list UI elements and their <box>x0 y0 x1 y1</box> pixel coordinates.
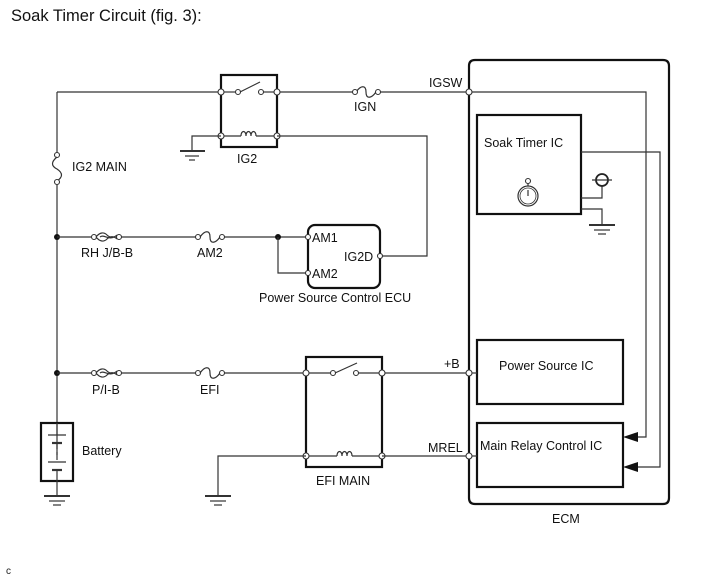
efi-fuse-label: EFI <box>200 383 219 397</box>
ig2-main-fuse-label: IG2 MAIN <box>72 160 127 174</box>
signal-arrow-icon <box>623 462 638 472</box>
efi-circuit: P/I-B EFI <box>54 367 469 397</box>
pib-fuse-label: P/I-B <box>92 383 120 397</box>
power-source-ic-label: Power Source IC <box>499 359 593 373</box>
terminal <box>378 369 386 377</box>
ig2-relay-box <box>219 73 279 149</box>
efi-main-relay: EFI MAIN <box>205 355 469 506</box>
mrel-terminal <box>465 452 473 460</box>
am2-fuse: AM2 <box>194 231 226 260</box>
corner-label: c <box>6 566 11 577</box>
ign-fuse: IGN <box>351 86 382 114</box>
signal-arrow-icon <box>623 432 638 442</box>
ig2-relay: IG2 <box>180 73 428 257</box>
wire-soak-to-ground <box>581 208 603 224</box>
fuse-icon <box>90 232 123 242</box>
wire-soak-to-power <box>581 186 603 199</box>
ig2d-terminal <box>376 252 384 260</box>
am1-terminal <box>304 233 312 241</box>
am2-terminal <box>304 269 312 277</box>
soak-timer-ic-label: Soak Timer IC <box>484 136 563 150</box>
ign-fuse-label: IGN <box>354 100 376 114</box>
stopwatch-icon <box>517 177 539 207</box>
mrel-terminal-label: MREL <box>428 441 463 455</box>
power-source-control-ecu: AM1 AM2 IG2D Power Source Control ECU <box>259 223 411 305</box>
wire-ig2-coil-to-ig2d <box>277 135 428 257</box>
ig2d-label: IG2D <box>344 250 373 264</box>
am2-circuit: RH J/B-B AM2 <box>54 231 306 274</box>
main-relay-control-ic-label: Main Relay Control IC <box>480 439 602 453</box>
terminal <box>302 369 310 377</box>
terminal <box>273 88 281 96</box>
wire-soak-to-mrc <box>581 151 661 468</box>
soak-timer-ic-box <box>475 113 583 216</box>
fuse-icon <box>194 231 226 243</box>
ground-icon <box>44 495 70 506</box>
ig2-relay-label: IG2 <box>237 152 257 166</box>
main-relay-control-ic-box <box>475 421 625 489</box>
ecm-label: ECM <box>552 512 580 526</box>
pib-fuse: P/I-B <box>90 368 123 397</box>
am2-fuse-label: AM2 <box>197 246 223 260</box>
relay-switch-icon <box>221 81 277 96</box>
igsw-terminal-label: IGSW <box>429 76 463 90</box>
ecm: ECM Soak Timer IC Power Source IC <box>465 58 671 526</box>
ground-icon <box>589 224 615 235</box>
terminal <box>217 88 225 96</box>
am1-label: AM1 <box>312 231 338 245</box>
igsw-terminal <box>465 88 473 96</box>
ig2-main-fuse: IG2 MAIN <box>51 150 127 460</box>
ecm-box <box>467 58 671 506</box>
relay-switch-icon <box>329 362 360 377</box>
fuse-icon <box>90 368 123 378</box>
relay-coil-icon <box>221 130 277 137</box>
am2-label: AM2 <box>312 267 338 281</box>
efi-main-ground-wire <box>217 455 306 496</box>
relay-coil-icon <box>306 450 382 457</box>
fuse-icon <box>194 367 226 379</box>
power-supply-icon <box>592 173 612 187</box>
ig2-ground-wire <box>191 135 221 151</box>
efi-fuse: EFI <box>194 367 226 397</box>
ground-icon <box>180 150 205 161</box>
fuse-icon <box>51 156 63 182</box>
plus-b-terminal <box>465 369 473 377</box>
battery: Battery <box>39 421 122 506</box>
ground-icon <box>205 495 231 506</box>
battery-label: Battery <box>82 444 122 458</box>
rh-jb-fuse-label: RH J/B-B <box>81 246 133 260</box>
diagram-title: Soak Timer Circuit (fig. 3): <box>11 7 202 25</box>
fuse-icon <box>351 86 382 98</box>
efi-main-relay-box <box>304 355 384 469</box>
efi-main-label: EFI MAIN <box>316 474 370 488</box>
rh-jb-fuse: RH J/B-B <box>81 232 133 260</box>
igsw-circuit <box>56 91 469 150</box>
plus-b-terminal-label: +B <box>444 357 460 371</box>
ecu-label: Power Source Control ECU <box>259 291 411 305</box>
power-source-ic-box <box>475 338 625 406</box>
